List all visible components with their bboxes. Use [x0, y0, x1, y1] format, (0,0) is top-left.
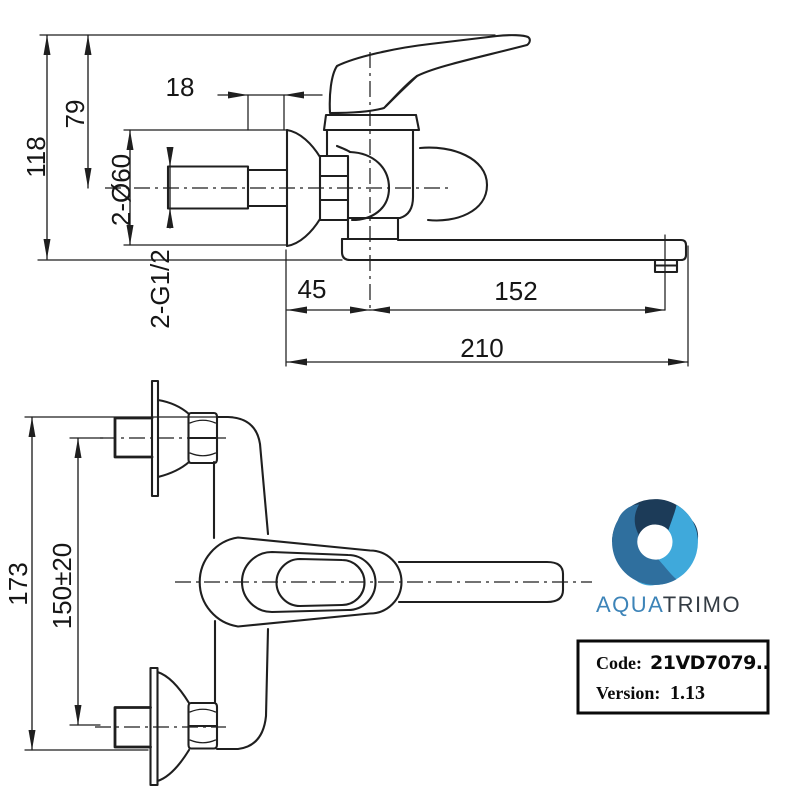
- dim-overall-height-label: 118: [21, 136, 51, 177]
- front-dimension-lines: [31, 416, 79, 751]
- front-arrowheads: [28, 417, 82, 750]
- version-label: Version:: [596, 683, 660, 703]
- side-view: 118 79 18 2-Ø60 2-G1/2 45 152 210: [21, 34, 689, 367]
- dim-overall-reach-label: 210: [460, 333, 503, 363]
- code-value: 21VD7079..: [650, 652, 769, 674]
- dim-center-height-label: 79: [60, 100, 90, 129]
- code-label: Code:: [596, 653, 642, 673]
- logo-wordmark: AQUATRIMO: [596, 592, 741, 617]
- side-arrowheads: [43, 35, 688, 366]
- dim-nipple-offset-label: 18: [166, 72, 195, 102]
- dim-thread-label: 2-G1/2: [145, 249, 175, 329]
- side-extension-lines: [37, 34, 689, 367]
- dim-axis-to-outlet-label: 152: [494, 276, 537, 306]
- logo-swirl-icon: [596, 499, 714, 601]
- side-centerlines: [105, 52, 452, 310]
- dim-wall-to-axis-label: 45: [298, 274, 327, 304]
- dim-inlet-spacing-label: 150±20: [47, 543, 77, 630]
- front-view: 173 150±20: [3, 379, 592, 787]
- dim-overall-span-label: 173: [3, 562, 33, 605]
- logo-word-aqua: AQUA: [596, 592, 663, 617]
- product-info-box: Code: 21VD7079.. Version: 1.13: [576, 639, 770, 715]
- brand-logo: AQUATRIMO: [596, 499, 741, 617]
- side-dimension-lines: [46, 34, 689, 363]
- dim-flange-label: 2-Ø60: [106, 154, 136, 226]
- version-value: 1.13: [670, 682, 705, 704]
- info-box-border: [576, 639, 770, 715]
- swirl-center-hole: [644, 531, 666, 553]
- front-centerlines: [95, 437, 592, 728]
- logo-word-trimo: TRIMO: [663, 592, 741, 617]
- front-faucet-body: [113, 379, 565, 787]
- side-faucet-body: [166, 34, 688, 274]
- front-extension-lines: [24, 416, 234, 751]
